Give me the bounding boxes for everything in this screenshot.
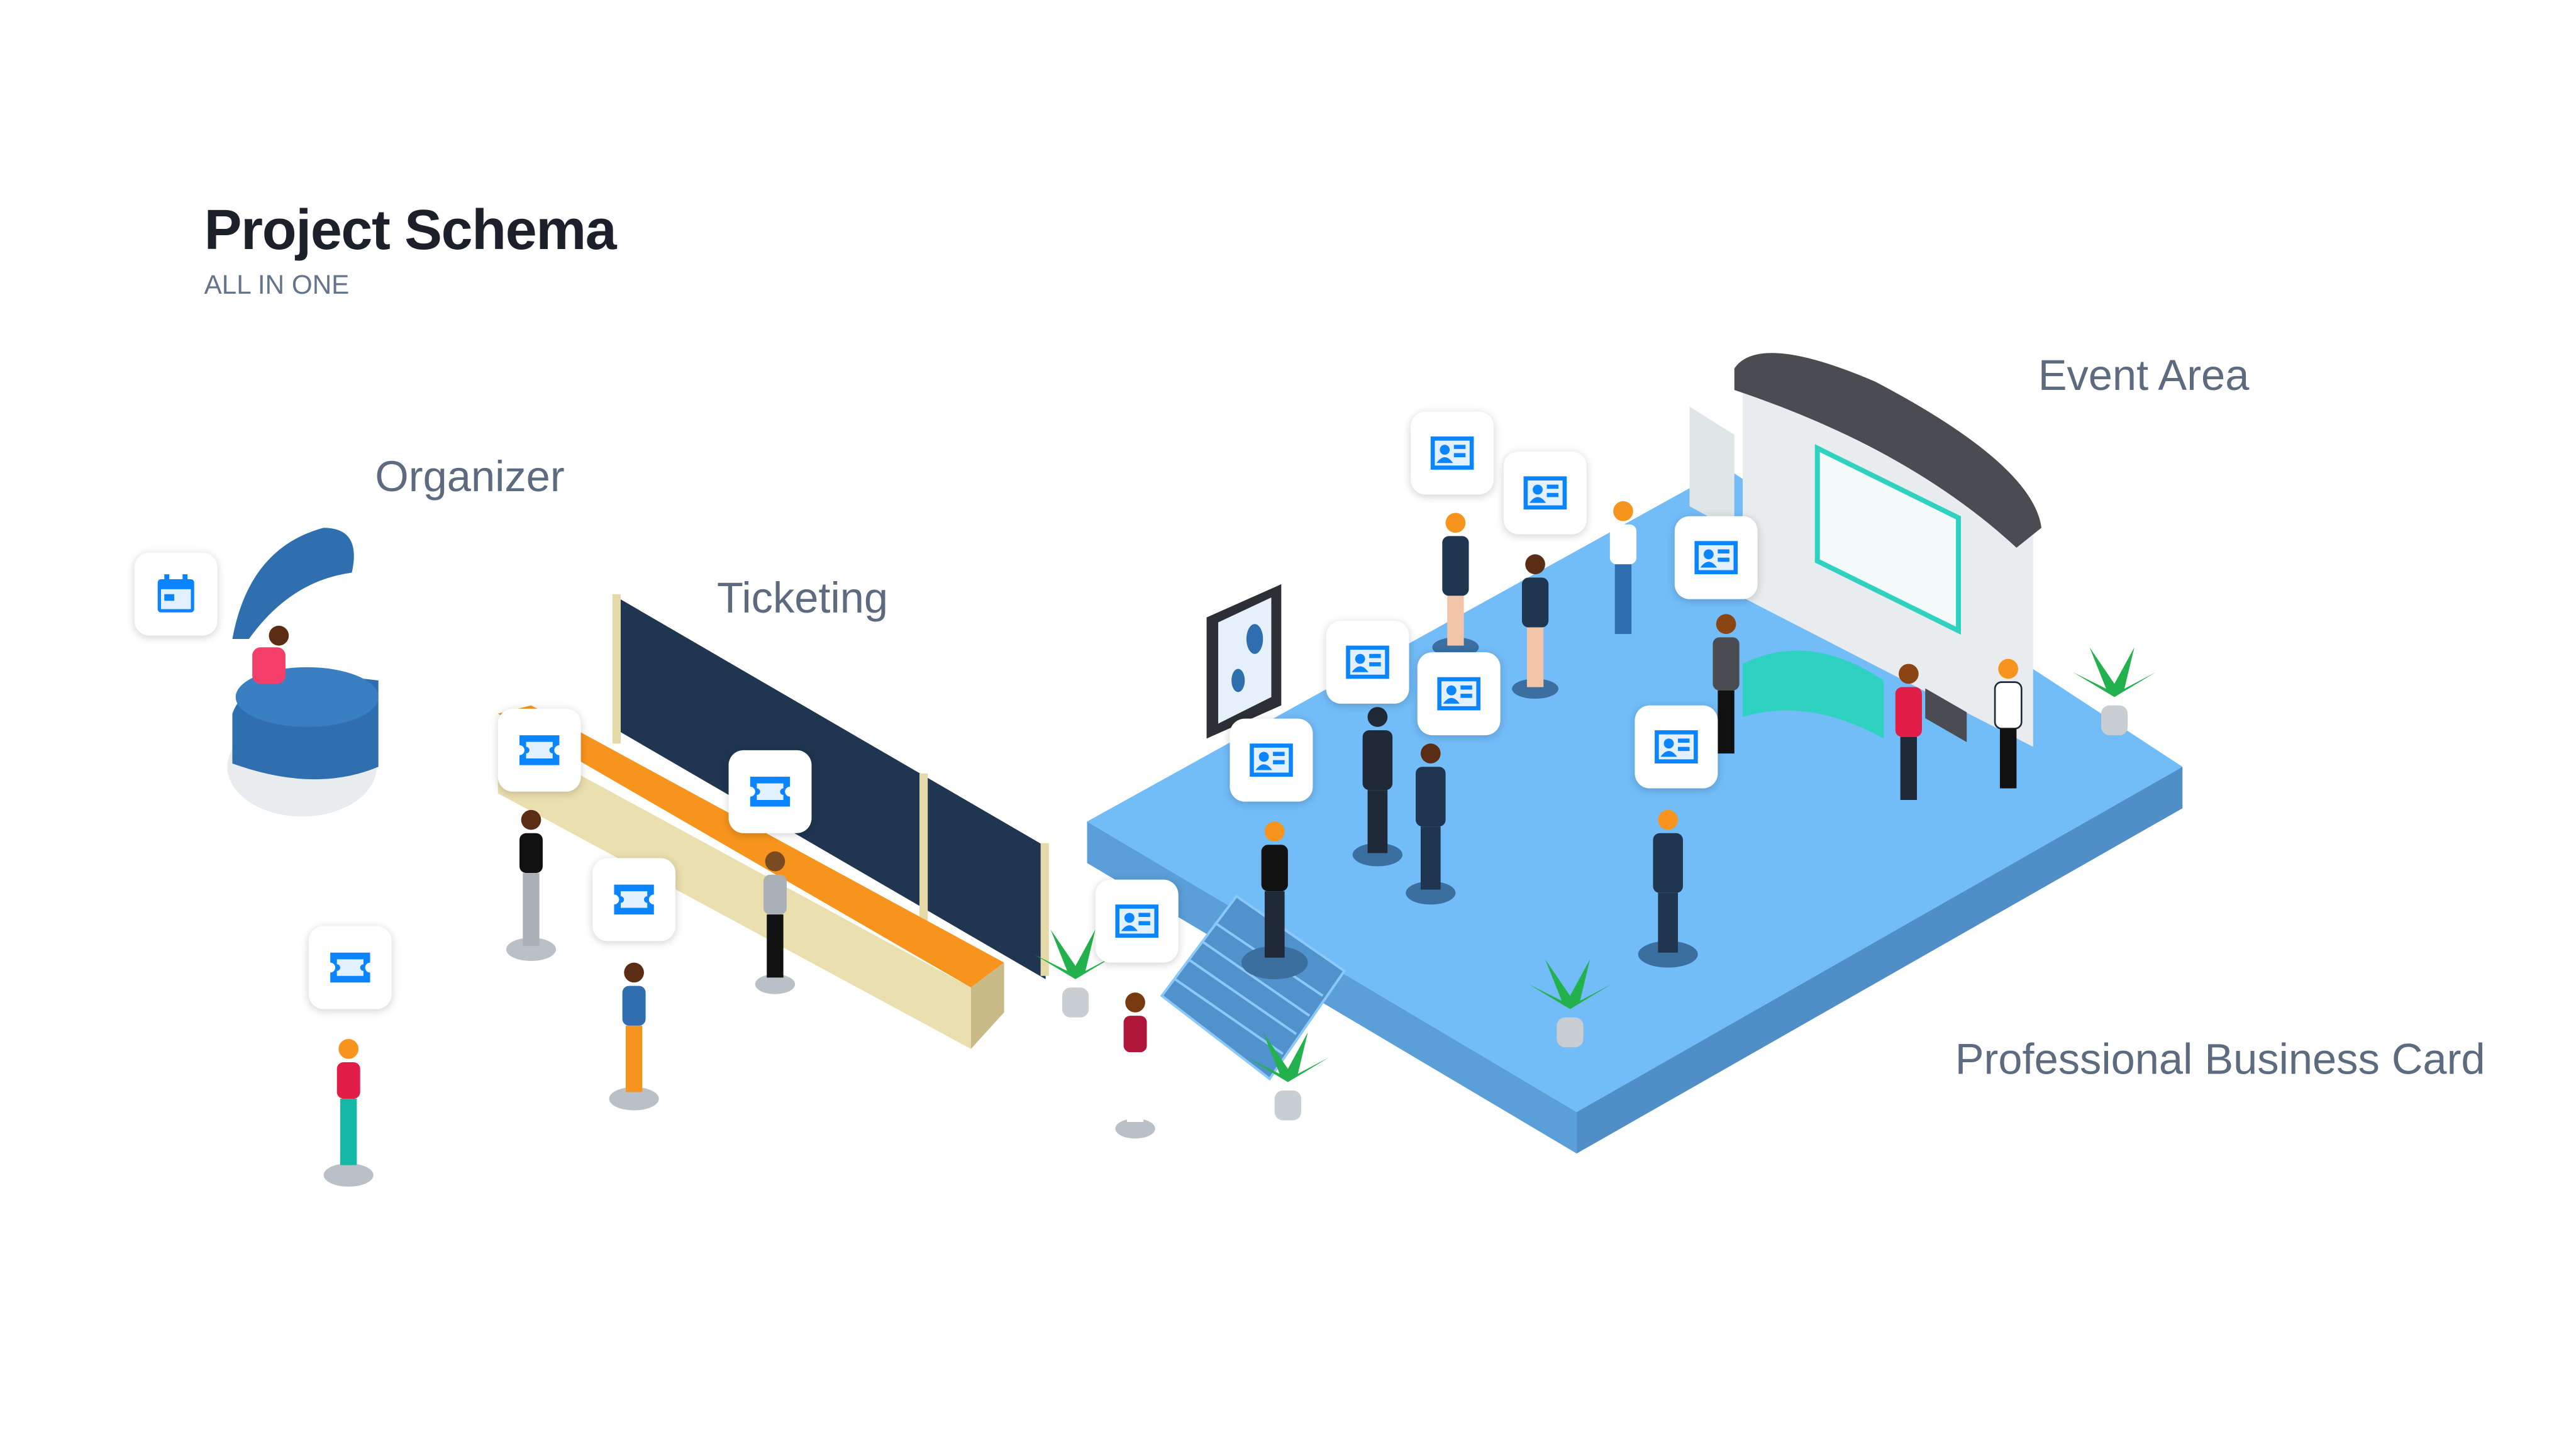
ticketing-desk xyxy=(497,594,1049,1049)
people xyxy=(323,501,2023,1187)
business-card-card[interactable] xyxy=(1674,516,1758,599)
calendar-icon xyxy=(157,574,194,613)
page-subtitle: ALL IN ONE xyxy=(204,272,350,301)
id-card-icon xyxy=(1523,476,1567,510)
label-business-card: Professional Business Card xyxy=(1955,1034,2485,1084)
organizer-card[interactable] xyxy=(134,552,218,636)
organizer-booth xyxy=(227,528,379,817)
ticket-icon xyxy=(750,777,791,807)
id-card-icon xyxy=(1250,743,1293,777)
business-card-card[interactable] xyxy=(1635,705,1718,789)
stairs xyxy=(1160,894,1346,1081)
ticket-card[interactable] xyxy=(592,858,676,941)
ticket-card[interactable] xyxy=(308,926,392,1009)
business-card-card[interactable] xyxy=(1411,411,1494,495)
id-card-icon xyxy=(1655,730,1698,763)
event-booth xyxy=(1689,353,2041,747)
page-title: Project Schema xyxy=(204,199,617,262)
ticket-icon xyxy=(614,884,654,915)
label-organizer: Organizer xyxy=(375,451,565,501)
id-card-icon xyxy=(1115,904,1159,938)
business-card-card[interactable] xyxy=(1230,718,1313,802)
id-card-icon xyxy=(1430,436,1474,470)
plants xyxy=(1034,647,2157,1121)
label-event-area: Event Area xyxy=(2038,350,2250,400)
business-card-card[interactable] xyxy=(1095,879,1179,963)
business-card-card[interactable] xyxy=(1503,451,1587,535)
ticket-card[interactable] xyxy=(728,750,812,833)
business-card-card[interactable] xyxy=(1417,652,1501,736)
id-card-icon xyxy=(1346,645,1389,679)
ticket-icon xyxy=(330,952,370,983)
label-ticketing: Ticketing xyxy=(717,572,889,623)
id-card-icon xyxy=(1694,541,1738,575)
ticket-icon xyxy=(519,735,560,765)
ticket-card[interactable] xyxy=(497,708,581,792)
business-card-card[interactable] xyxy=(1326,620,1409,704)
info-kiosk xyxy=(1206,584,1282,739)
id-card-icon xyxy=(1437,677,1480,711)
